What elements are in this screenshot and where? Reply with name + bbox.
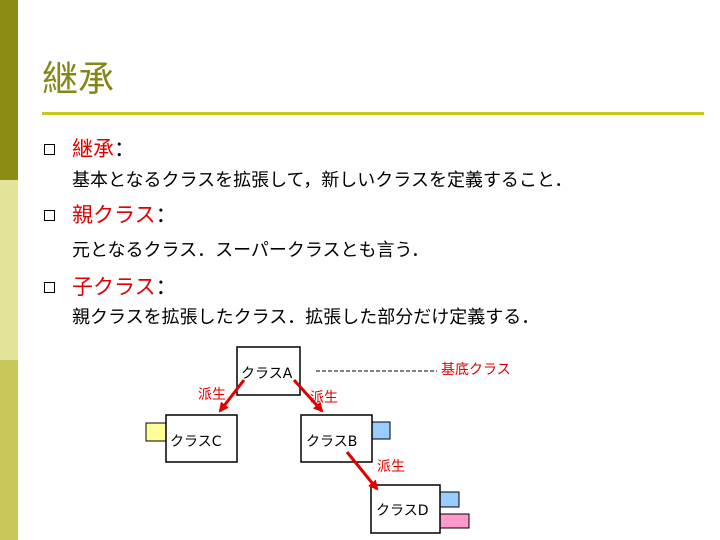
sidebar-band-middle (0, 180, 18, 360)
class-d-label: クラスD (376, 503, 429, 519)
bullet-desc-inheritance: 基本となるクラスを拡張して，新しいクラスを定義すること． (72, 170, 573, 191)
bullet-marker (44, 210, 55, 221)
class-c-yellow-tab (145, 422, 169, 442)
bullet-term-child-class: 子クラス： (72, 277, 177, 298)
class-d-pink-tab (437, 513, 470, 529)
bullet-term-inheritance: 継承： (72, 139, 135, 160)
bullet-desc-child-class: 親クラスを拡張したクラス．拡張した部分だけ定義する． (72, 307, 540, 328)
class-b-blue-tab (369, 421, 391, 440)
class-c-label: クラスC (170, 434, 222, 450)
class-b-label: クラスB (306, 434, 357, 450)
slide-title: 継承 (42, 59, 115, 100)
class-b-box (300, 414, 373, 463)
derive-arrow-a-to-c (218, 379, 246, 413)
base-class-label: 基底クラス (441, 361, 511, 378)
bullet-marker (44, 282, 55, 293)
sidebar-band-bottom (0, 360, 18, 540)
class-c-box (165, 414, 238, 463)
term-colon: ： (155, 203, 177, 227)
title-underline (42, 112, 704, 115)
derive-label-d: 派生 (377, 459, 405, 475)
bullet-desc-parent-class: 元となるクラス．スーパークラスとも言う． (72, 240, 430, 261)
term-text: 親クラス (72, 203, 156, 227)
bullet-marker (44, 144, 55, 155)
sidebar-band-top (0, 0, 18, 180)
term-colon: ： (114, 137, 135, 161)
derive-arrow-a-to-b (292, 378, 324, 413)
derive-arrow-b-to-d (345, 451, 379, 491)
term-text: 継承 (72, 137, 114, 161)
class-d-box (370, 484, 441, 534)
class-d-blue-tab (437, 491, 460, 508)
bullet-term-parent-class: 親クラス： (72, 205, 177, 226)
class-a-label: クラスA (241, 366, 293, 382)
derive-label-c: 派生 (198, 387, 226, 403)
class-a-box (236, 346, 301, 396)
derive-label-b: 派生 (310, 390, 338, 406)
term-text: 子クラス (72, 275, 156, 299)
term-colon: ： (155, 275, 177, 299)
